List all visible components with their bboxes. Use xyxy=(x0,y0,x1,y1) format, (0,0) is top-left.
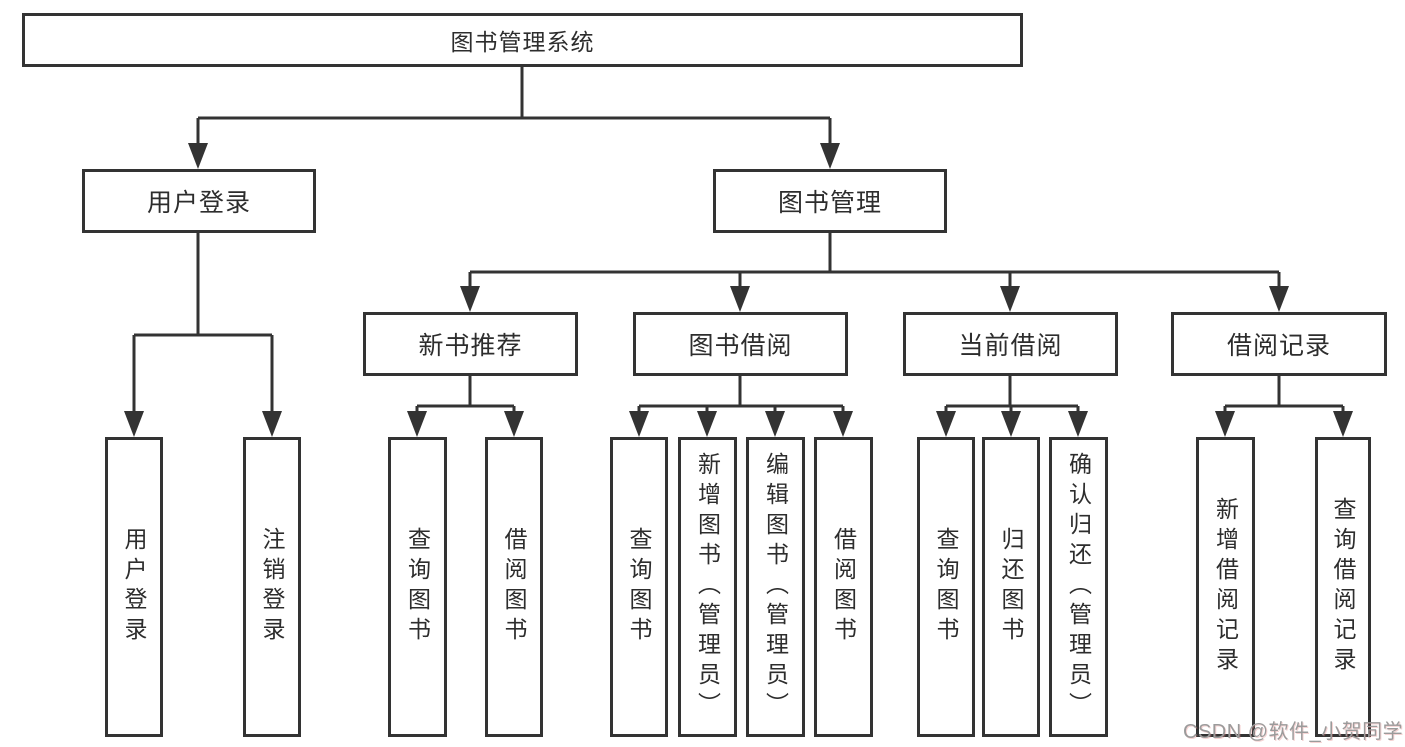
arrow-down-icon xyxy=(188,143,208,169)
arrow-down-icon xyxy=(697,411,717,437)
arrow-down-icon xyxy=(936,411,956,437)
csdn-watermark: CSDN @软件_小贺同学 xyxy=(1183,721,1404,743)
arrow-down-icon xyxy=(504,411,524,437)
node-root-label: 图书管理系统 xyxy=(450,29,595,55)
leaf-add-borrow-record: 新增借阅记录 xyxy=(1196,437,1255,737)
leaf-return-books-label: 归还图书 xyxy=(998,527,1024,647)
node-user-login-label: 用户登录 xyxy=(146,189,251,217)
leaf-borrow-books-2: 借阅图书 xyxy=(814,437,873,737)
arrow-down-icon xyxy=(124,411,144,437)
node-borrow-records: 借阅记录 xyxy=(1171,312,1387,376)
arrow-down-icon xyxy=(407,411,427,437)
arrow-down-icon xyxy=(262,411,282,437)
connector-user-login-to-children xyxy=(124,232,282,437)
node-root: 图书管理系统 xyxy=(22,13,1023,67)
arrow-down-icon xyxy=(1001,411,1021,437)
leaf-query-books-3-label: 查询图书 xyxy=(933,527,959,647)
leaf-query-books-3: 查询图书 xyxy=(917,437,975,737)
leaf-confirm-return-admin: 确认归还（管理员） xyxy=(1049,437,1108,737)
node-current-borrow-label: 当前借阅 xyxy=(958,332,1063,360)
node-book-borrow-label: 图书借阅 xyxy=(688,332,793,360)
arrow-down-icon xyxy=(1269,286,1289,312)
leaf-add-books-admin-label: 新增图书（管理员） xyxy=(694,452,721,722)
arrow-down-icon xyxy=(1333,411,1353,437)
leaf-borrow-books-1-label: 借阅图书 xyxy=(501,527,527,647)
leaf-borrow-books-2-label: 借阅图书 xyxy=(830,527,857,647)
node-book-management-label: 图书管理 xyxy=(777,189,882,217)
leaf-return-books: 归还图书 xyxy=(982,437,1040,737)
leaf-query-books-1-label: 查询图书 xyxy=(404,527,431,647)
leaf-query-borrow-record: 查询借阅记录 xyxy=(1315,437,1371,737)
leaf-edit-books-admin-label: 编辑图书（管理员） xyxy=(762,452,789,722)
leaf-logout-label: 注销登录 xyxy=(259,527,285,647)
node-new-book-recommend: 新书推荐 xyxy=(363,312,578,376)
node-user-login: 用户登录 xyxy=(82,169,316,233)
leaf-add-books-admin: 新增图书（管理员） xyxy=(678,437,737,737)
leaf-edit-books-admin: 编辑图书（管理员） xyxy=(746,437,805,737)
arrow-down-icon xyxy=(820,143,840,169)
arrow-down-icon xyxy=(833,411,853,437)
connector-book-management-to-children xyxy=(460,232,1289,312)
node-new-book-recommend-label: 新书推荐 xyxy=(418,332,523,360)
arrow-down-icon xyxy=(730,286,750,312)
arrow-down-icon xyxy=(629,411,649,437)
leaf-user-login-label: 用户登录 xyxy=(121,527,147,647)
arrow-down-icon xyxy=(1215,411,1235,437)
node-book-management: 图书管理 xyxy=(713,169,947,233)
leaf-query-books-2-label: 查询图书 xyxy=(626,527,652,647)
leaf-query-books-2: 查询图书 xyxy=(610,437,668,737)
arrow-down-icon xyxy=(1000,286,1020,312)
leaf-query-borrow-record-label: 查询借阅记录 xyxy=(1330,497,1356,677)
leaf-user-login: 用户登录 xyxy=(105,437,163,737)
connector-borrow-records-to-children xyxy=(1215,375,1353,437)
node-current-borrow: 当前借阅 xyxy=(903,312,1118,376)
node-book-borrow: 图书借阅 xyxy=(633,312,848,376)
connector-root-to-children xyxy=(188,66,840,169)
leaf-query-books-1: 查询图书 xyxy=(388,437,447,737)
node-borrow-records-label: 借阅记录 xyxy=(1226,332,1331,360)
arrow-down-icon xyxy=(765,411,785,437)
leaf-logout: 注销登录 xyxy=(243,437,301,737)
connector-new-book-recommend-to-children xyxy=(407,375,524,437)
connector-current-borrow-to-children xyxy=(936,375,1088,437)
connector-book-borrow-to-children xyxy=(629,375,853,437)
arrow-down-icon xyxy=(1068,411,1088,437)
leaf-confirm-return-admin-label: 确认归还（管理员） xyxy=(1065,452,1092,722)
leaf-add-borrow-record-label: 新增借阅记录 xyxy=(1212,497,1239,677)
leaf-borrow-books-1: 借阅图书 xyxy=(485,437,543,737)
arrow-down-icon xyxy=(460,286,480,312)
